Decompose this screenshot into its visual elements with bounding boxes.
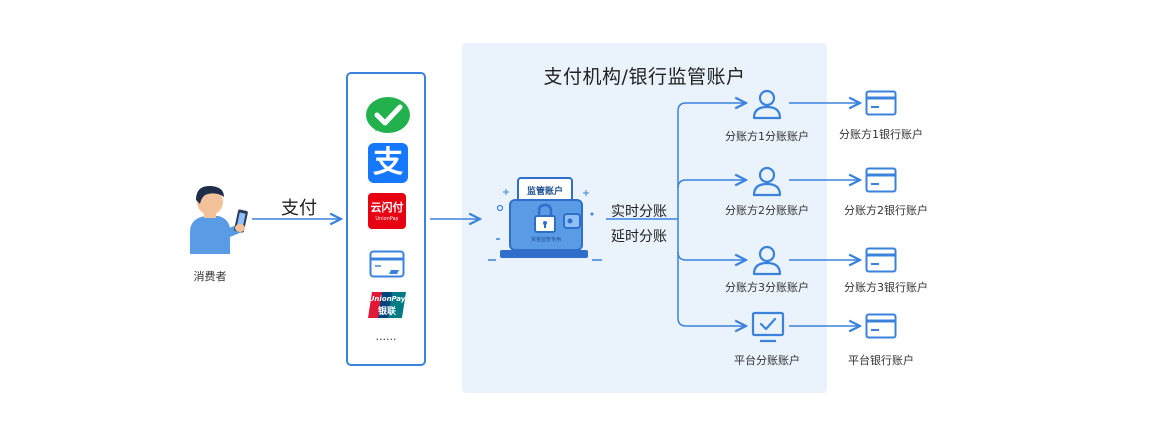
escrow-tag: 监管账户 bbox=[526, 187, 563, 197]
bank-4-label: 平台银行账户 bbox=[848, 354, 914, 367]
unionpay-cn-text: 银联 bbox=[377, 307, 396, 317]
receiver-4-label: 平台分账账户 bbox=[734, 354, 800, 367]
bank-4-card-icon bbox=[865, 313, 897, 339]
bank-1-label: 分账方1银行账户 bbox=[839, 128, 923, 141]
unionpay-icon: UnionPay 银联 bbox=[368, 292, 406, 318]
pay-label: 支付 bbox=[281, 198, 317, 219]
receiver-3-label: 分账方3分账账户 bbox=[725, 281, 809, 294]
cloud-quickpass-icon: 云闪付 UnionPay bbox=[368, 193, 406, 229]
cloudpay-subtext: UnionPay bbox=[375, 216, 399, 222]
receiver-4-monitor-check-icon bbox=[751, 311, 785, 343]
realtime-split-label: 实时分账 bbox=[611, 204, 667, 220]
delayed-split-label: 延时分账 bbox=[611, 229, 667, 245]
consumer-person-icon bbox=[190, 185, 248, 254]
arrow-to-receiver-3 bbox=[677, 251, 746, 260]
unionpay-stripes bbox=[368, 292, 406, 318]
cloudpay-text: 云闪付 bbox=[370, 201, 404, 214]
bank-3-label: 分账方3银行账户 bbox=[844, 281, 928, 294]
bank-2-card-icon bbox=[865, 167, 897, 193]
more-methods: ...... bbox=[375, 330, 397, 343]
alipay-icon: 支 bbox=[368, 143, 408, 183]
bank-1-card-icon bbox=[865, 90, 897, 116]
consumer-label: 消费者 bbox=[193, 270, 227, 283]
split-trunk bbox=[677, 102, 687, 327]
receiver-2-label: 分账方2分账账户 bbox=[725, 204, 809, 217]
receiver-1-user-icon bbox=[752, 89, 782, 120]
unionpay-text: UnionPay bbox=[368, 295, 406, 303]
panel-title: 支付机构/银行监管账户 bbox=[543, 66, 746, 88]
wechat-pay-icon bbox=[366, 97, 410, 133]
receiver-2-user-icon bbox=[752, 166, 782, 197]
escrow-wallet-icon bbox=[488, 177, 602, 261]
receiver-3-user-icon bbox=[752, 245, 782, 276]
receiver-1-label: 分账方1分账账户 bbox=[725, 130, 809, 143]
bank-2-label: 分账方2银行账户 bbox=[844, 204, 928, 217]
bank-3-card-icon bbox=[865, 247, 897, 273]
arrow-to-receiver-2 bbox=[677, 180, 746, 189]
escrow-subtag: 资金监管专用 bbox=[530, 237, 561, 243]
bank-card-icon bbox=[369, 250, 405, 278]
